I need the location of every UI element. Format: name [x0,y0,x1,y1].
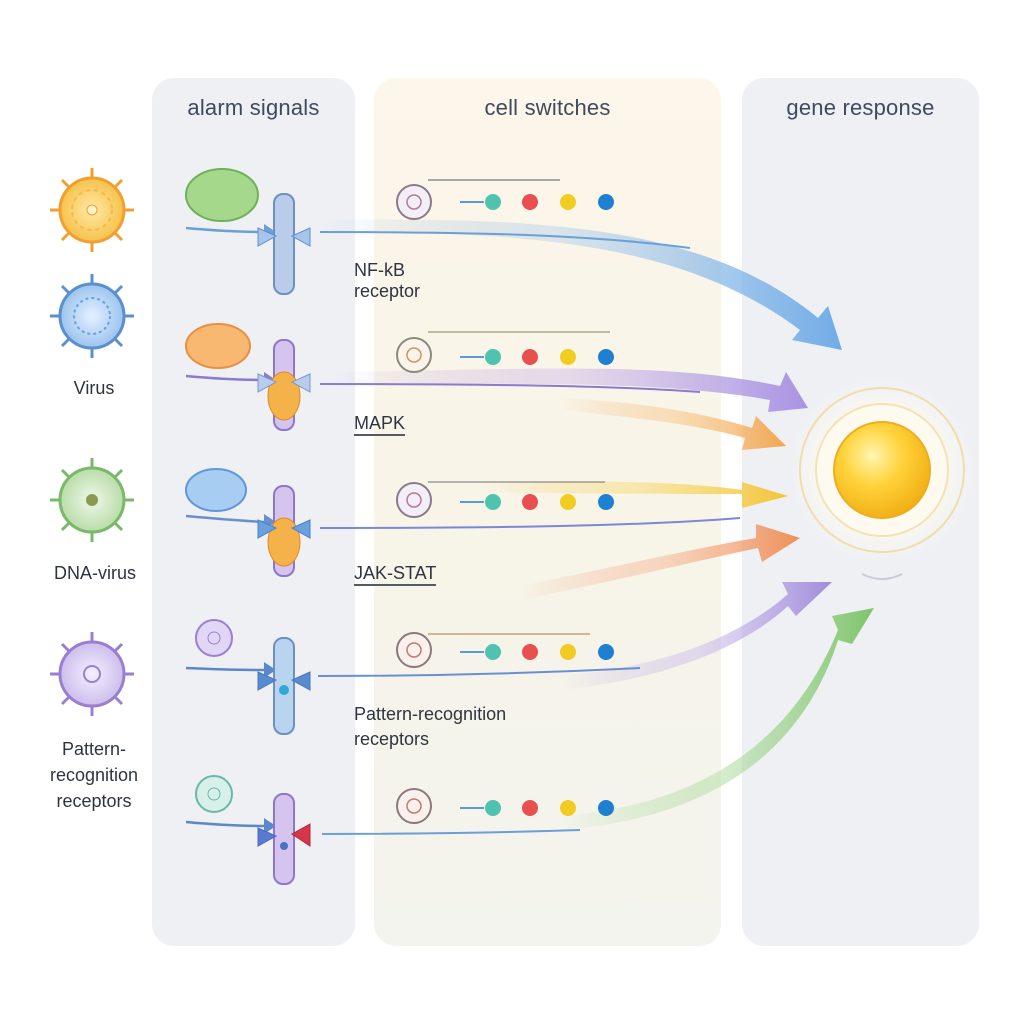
teal-dot [485,644,501,660]
yellow-dot [560,644,576,660]
blue-dot [598,494,614,510]
prr-left-label: Pattern- recognition receptors [49,739,139,811]
purple-microbe-icon [50,632,134,716]
purple-small-microbe-icon [195,619,233,657]
blue-virus-icon [50,274,134,358]
red-dot [522,194,538,210]
kinase-icon [396,482,432,518]
kinase-icon [396,184,432,220]
green-ligand [185,168,259,222]
red-dot [522,644,538,660]
teal-dot [485,349,501,365]
teal-dot [485,194,501,210]
green-dna-virus-icon [50,458,134,542]
teal-dot [485,494,501,510]
receptor-icon [257,637,311,735]
cell-switches-title: cell switches [484,95,611,120]
yellow-arrow [480,481,788,508]
purple-lower-arrow [560,582,832,690]
mapk-label-text: MAPK [354,413,406,436]
teal-small-microbe-icon [195,775,233,813]
prr-label-line1: Pattern-recognition [354,704,507,724]
kinase-icon [396,632,432,668]
blue-dot [598,349,614,365]
blue-arrow [320,219,842,350]
blue-dot [598,800,614,816]
connector-lines [317,179,741,835]
dna-virus-label: DNA-virus [53,563,136,583]
yellow-dot [560,494,576,510]
kinase-icon [396,337,432,373]
red-dot [522,349,538,365]
yellow-dot [560,800,576,816]
nfkb-label-line1: NF-kB [354,260,405,280]
orange-red-arrow [520,524,800,600]
teal-dot [485,800,501,816]
purple-arrow [330,368,808,412]
blue-dot [598,194,614,210]
blue-ligand [185,468,247,512]
orange-virus-icon [50,168,134,252]
mapk-label: MAPK [354,412,406,436]
alarm-signals-title: alarm signals [187,95,320,120]
blue-dot [598,644,614,660]
receptor-icon [257,193,311,295]
green-arrow [560,608,874,830]
jakstat-label: JAK-STAT [354,562,437,586]
yellow-dot [560,349,576,365]
orange-arrow [560,398,786,450]
nucleus-icon [790,378,974,580]
virus-label: Virus [73,378,115,398]
red-dot [522,800,538,816]
nfkb-label-line2: receptor [354,281,421,301]
yellow-dot [560,194,576,210]
jakstat-label-text: JAK-STAT [354,563,437,586]
receptor-icon [257,339,311,431]
receptor-icon [257,793,311,885]
kinase-icon [396,788,432,824]
switch-rows [396,184,614,824]
prr-label-line2: receptors [354,729,430,749]
orange-ligand [185,323,251,369]
gene-response-title: gene response [786,95,935,120]
receptor-icon [257,485,311,577]
red-dot [522,494,538,510]
pathway-arrows [320,219,874,830]
